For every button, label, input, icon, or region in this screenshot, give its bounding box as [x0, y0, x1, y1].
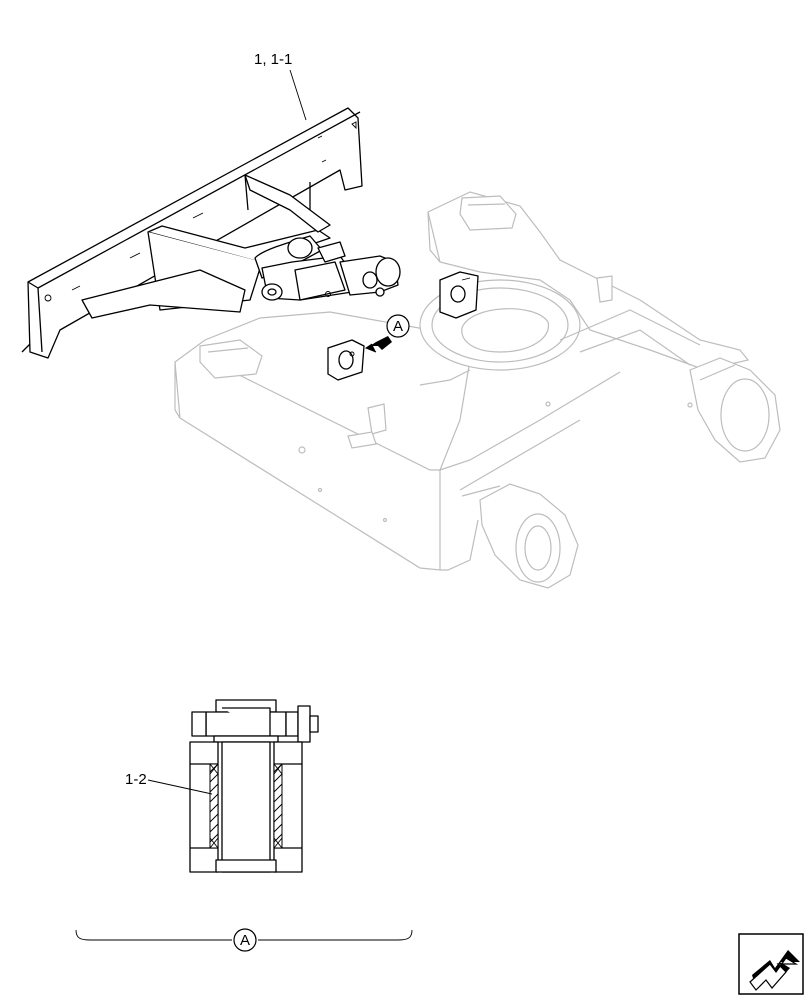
view-marker-top-label: A — [393, 318, 403, 335]
undercarriage-frame — [174, 191, 781, 589]
view-direction-arrow — [364, 336, 392, 353]
view-label-bracket: A — [75, 928, 413, 952]
dozer-blade-assembly — [21, 107, 479, 381]
detail-view-a-bushing — [189, 699, 319, 873]
bushing-callout-label: 1-2 — [125, 771, 147, 788]
bushing-callout: 1-2 — [125, 771, 213, 795]
view-marker-bottom-label: A — [240, 932, 250, 949]
blade-callout-label: 1, 1-1 — [254, 51, 292, 68]
view-marker-top: A — [386, 314, 410, 338]
next-page-arrow-icon[interactable] — [738, 933, 804, 995]
blade-callout: 1, 1-1 — [254, 51, 307, 121]
